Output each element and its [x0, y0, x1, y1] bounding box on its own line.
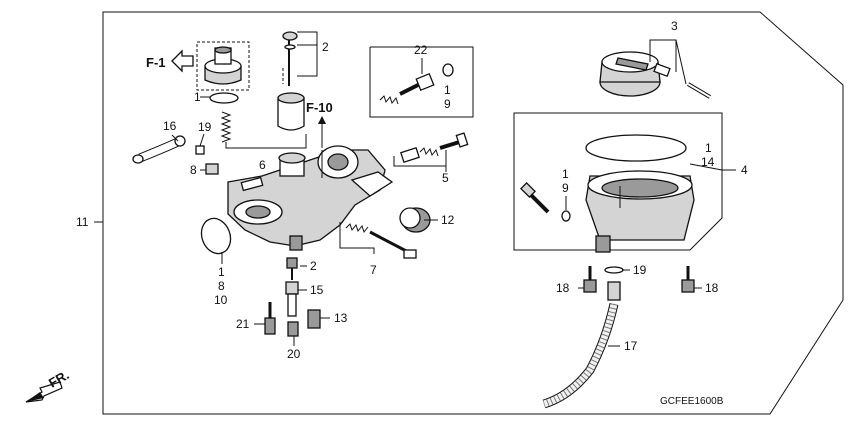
bowl-screw-left — [583, 266, 597, 293]
jet-needle — [282, 31, 298, 86]
air-screw-set — [400, 132, 469, 164]
callout-18-left: 18 — [556, 281, 570, 295]
main-frame — [102, 11, 844, 415]
callout-1-left: 1 — [218, 265, 225, 279]
callout-16: 16 — [163, 119, 177, 133]
float-bowl — [585, 134, 695, 253]
callout-12: 12 — [441, 213, 455, 227]
callout-5: 5 — [442, 171, 449, 185]
callout-4: 4 — [741, 163, 748, 177]
o-ring-left — [200, 217, 232, 255]
callout-22: 22 — [414, 43, 428, 57]
callout-17: 17 — [624, 339, 638, 353]
ref-label-f1: F-1 — [146, 55, 166, 70]
float-valve — [307, 309, 321, 329]
choke-cap — [599, 51, 671, 97]
plug-cap — [399, 207, 431, 233]
callout-6: 6 — [259, 158, 266, 172]
tube-clip — [604, 266, 624, 274]
pilot-screw-set — [345, 223, 417, 259]
callout-1-drain: 1 — [562, 167, 569, 181]
callout-9-inset: 9 — [444, 97, 451, 111]
callout-7: 7 — [370, 263, 377, 277]
callout-3: 3 — [671, 19, 678, 33]
inset-screw-set — [379, 63, 454, 105]
callout-21: 21 — [236, 317, 250, 331]
f1-arrow — [171, 49, 194, 73]
callout-1-oring: 1 — [194, 90, 201, 104]
drain-screw — [520, 182, 571, 222]
float-bowl-frame — [513, 112, 723, 251]
callout-9-drain: 9 — [562, 181, 569, 195]
part-8-cap — [205, 163, 219, 175]
callout-19-tube: 19 — [633, 263, 647, 277]
callout-8-left: 8 — [218, 279, 225, 293]
callout-2-jet: 2 — [310, 259, 317, 273]
o-ring-cap — [209, 92, 239, 104]
main-jet-holder — [285, 257, 299, 317]
callout-1-gasket: 1 — [705, 141, 712, 155]
tube-joint — [607, 281, 621, 301]
callout-11: 11 — [76, 215, 89, 229]
callout-2-needle: 2 — [322, 40, 329, 54]
drain-tube — [542, 303, 619, 409]
main-jet — [287, 321, 299, 337]
ref-label-f10: F-10 — [306, 100, 333, 115]
fuel-hose — [132, 135, 186, 164]
fr-arrow-icon — [25, 381, 63, 403]
filler-cap — [204, 46, 242, 85]
choke-pin — [686, 82, 712, 99]
bowl-screw-right — [681, 266, 695, 293]
callout-8-cap: 8 — [190, 163, 197, 177]
diagram-code: GCFEE1600B — [660, 396, 724, 407]
slow-jet — [264, 302, 276, 335]
callout-18-right: 18 — [705, 281, 719, 295]
callout-15: 15 — [310, 283, 324, 297]
throttle-valve — [277, 92, 305, 131]
throttle-spring — [220, 111, 232, 143]
callout-10: 10 — [214, 293, 228, 307]
callout-1-inset: 1 — [444, 83, 451, 97]
carburetor-body — [227, 145, 394, 251]
callout-13: 13 — [334, 311, 348, 325]
callout-19-clip: 19 — [198, 120, 212, 134]
callout-20: 20 — [287, 347, 301, 361]
callout-14: 14 — [701, 155, 715, 169]
inset-frame-22 — [369, 46, 474, 118]
